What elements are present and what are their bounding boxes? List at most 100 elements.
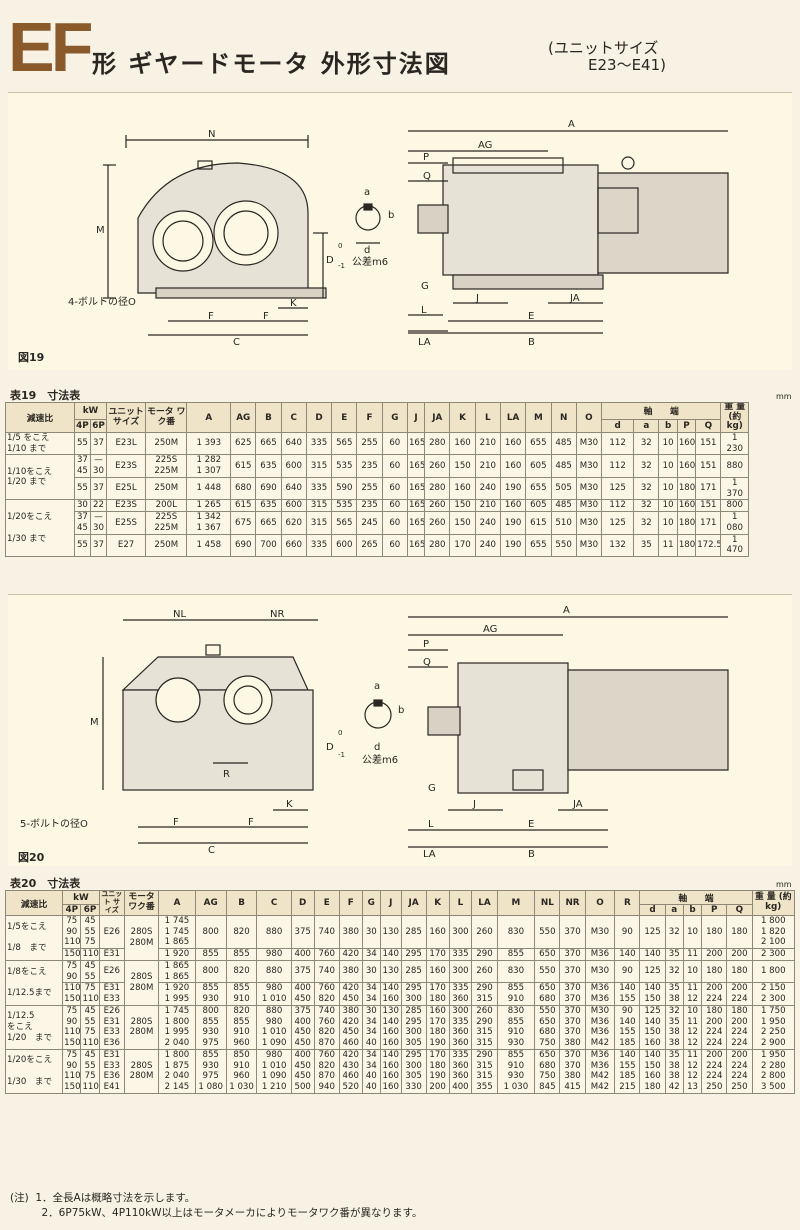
cell-motor: 280S 280M bbox=[123, 959, 160, 1006]
cell-w: 2 150 2 300 bbox=[751, 982, 795, 1006]
cell-motor: 250M bbox=[145, 533, 188, 558]
cell-J: 130 bbox=[379, 914, 402, 950]
cell-B: 665 bbox=[255, 432, 282, 456]
cell-motor: 280S 280M bbox=[123, 1004, 160, 1050]
dim-G: G bbox=[428, 783, 436, 794]
cell-F: 420 bbox=[338, 948, 363, 961]
cell-G: 30 bbox=[361, 959, 381, 984]
cell-D: 400 450 bbox=[290, 982, 315, 1006]
cell-LA: 160 bbox=[499, 432, 527, 456]
cell-b: 10 bbox=[658, 511, 678, 535]
dim-N: N bbox=[208, 129, 215, 140]
dim-d: d bbox=[364, 245, 370, 256]
cell-C: 880 980 1 010 1 090 bbox=[256, 1004, 292, 1050]
cell-d: 125 bbox=[639, 959, 666, 984]
cell-P: 160 bbox=[676, 454, 697, 478]
cell-F: 380 420 450 460 bbox=[338, 1004, 363, 1050]
cell-M: 615 bbox=[525, 511, 552, 535]
cell-b: 10 11 12 12 bbox=[682, 1004, 703, 1050]
cell-Q: 200 224 224 250 bbox=[726, 1048, 753, 1094]
table-19-wrap: 減速比 kW ユニット サイズ モータ ワク番 A AG B C D E F G… bbox=[5, 401, 795, 558]
cell-ratio: 1/8をこえ 1/12.5まで bbox=[4, 959, 64, 1006]
cell-AG: 855 930 975 1 080 bbox=[194, 1048, 227, 1094]
cell-G: 60 bbox=[381, 476, 408, 501]
cell-F: 255 bbox=[356, 432, 383, 456]
dim-R: R bbox=[223, 769, 230, 780]
cell-B: 820 855 910 960 bbox=[225, 1004, 258, 1050]
cell-w: 1 800 1 820 2 100 bbox=[751, 914, 795, 950]
th-B: B bbox=[255, 401, 282, 434]
cell-NR: 370 370 370 380 bbox=[559, 1004, 586, 1050]
cell-NL: 550 bbox=[534, 914, 561, 950]
cell-AG: 855 930 bbox=[194, 982, 227, 1006]
cell-R: 90 bbox=[614, 914, 641, 950]
th-M: M bbox=[525, 401, 552, 434]
th-L: L bbox=[448, 890, 473, 916]
cell-G: 60 bbox=[381, 454, 408, 478]
dim-Q: Q bbox=[423, 657, 431, 668]
cell-K: 170 180 190 200 bbox=[425, 1048, 450, 1094]
cell-p4: 75 90 110 bbox=[62, 914, 82, 950]
cell-E: 760 bbox=[313, 948, 340, 961]
dim-J: J bbox=[475, 293, 479, 304]
cell-L: 240 bbox=[474, 533, 501, 558]
cell-unit: E26 bbox=[98, 959, 125, 984]
cell-N: 510 bbox=[550, 511, 577, 535]
bolt-note: 5-ボルトの径O bbox=[20, 817, 88, 830]
cell-LA: 260 290 315 315 bbox=[471, 1004, 498, 1050]
dim-AG: AG bbox=[483, 624, 497, 635]
cell-p4: 55 bbox=[73, 476, 91, 501]
th-JA: JA bbox=[400, 890, 427, 916]
dim-K: K bbox=[286, 799, 293, 810]
cell-LA: 190 bbox=[499, 511, 527, 535]
cell-Q: 180 bbox=[726, 959, 753, 984]
cell-F: 420 450 bbox=[338, 982, 363, 1006]
cell-K: 150 bbox=[449, 511, 476, 535]
cell-L: 210 bbox=[474, 432, 501, 456]
cell-B: 635 bbox=[255, 499, 282, 513]
th-NR: NR bbox=[559, 890, 586, 916]
cell-p6: 22 bbox=[89, 499, 108, 513]
th-JA: JA bbox=[424, 401, 451, 434]
cell-K: 170 bbox=[449, 533, 476, 558]
th-L: L bbox=[474, 401, 501, 434]
cell-d: 125 bbox=[601, 511, 635, 535]
cell-NL: 550 bbox=[534, 959, 561, 984]
th-A: A bbox=[186, 401, 232, 434]
th-E: E bbox=[331, 401, 358, 434]
cell-p6: 45 55 75 bbox=[80, 914, 100, 950]
cell-G: 34 34 40 40 bbox=[361, 1048, 381, 1094]
cell-unit: E26 E31 E33 E36 bbox=[98, 1004, 125, 1050]
tol-lower: -1 bbox=[338, 751, 345, 759]
cell-C: 620 bbox=[280, 511, 307, 535]
cell-A: 1 865 1 865 bbox=[158, 959, 196, 984]
cell-JA: 260 bbox=[424, 499, 451, 513]
th-kw: kW bbox=[62, 890, 100, 905]
cell-JA: 260 bbox=[424, 511, 451, 535]
dim-M: M bbox=[96, 225, 105, 236]
cell-ca: 35 38 bbox=[664, 982, 684, 1006]
unit-size-values: E23～E41) bbox=[588, 55, 666, 74]
cell-NR: 370 bbox=[559, 948, 586, 961]
cell-J: 165 bbox=[406, 511, 426, 535]
cell-A: 1 448 bbox=[186, 476, 232, 501]
th-C: C bbox=[280, 401, 307, 434]
cell-N: 485 bbox=[550, 454, 577, 478]
cell-P: 180 bbox=[701, 959, 728, 984]
cell-M: 655 bbox=[525, 432, 552, 456]
cell-F: 380 bbox=[338, 959, 363, 984]
cell-LA: 260 bbox=[471, 914, 498, 950]
th-G: G bbox=[381, 401, 408, 434]
th-kw: kW bbox=[73, 402, 108, 420]
cell-A: 1 458 bbox=[186, 533, 232, 558]
cell-w: 880 bbox=[720, 454, 750, 478]
figure-19-drawing: N M D F F C K a b d 0 -1 公差m6 A AG P Q G… bbox=[18, 119, 729, 364]
cell-AG: 800 bbox=[194, 914, 227, 950]
cell-p4: 37 45 bbox=[73, 454, 91, 478]
th-6p: 6P bbox=[80, 904, 100, 916]
cell-b: 11 12 12 13 bbox=[682, 1048, 703, 1094]
cell-ratio: 1/20をこえ 1/30 まで bbox=[5, 499, 75, 558]
cell-K: 170 bbox=[425, 948, 450, 961]
